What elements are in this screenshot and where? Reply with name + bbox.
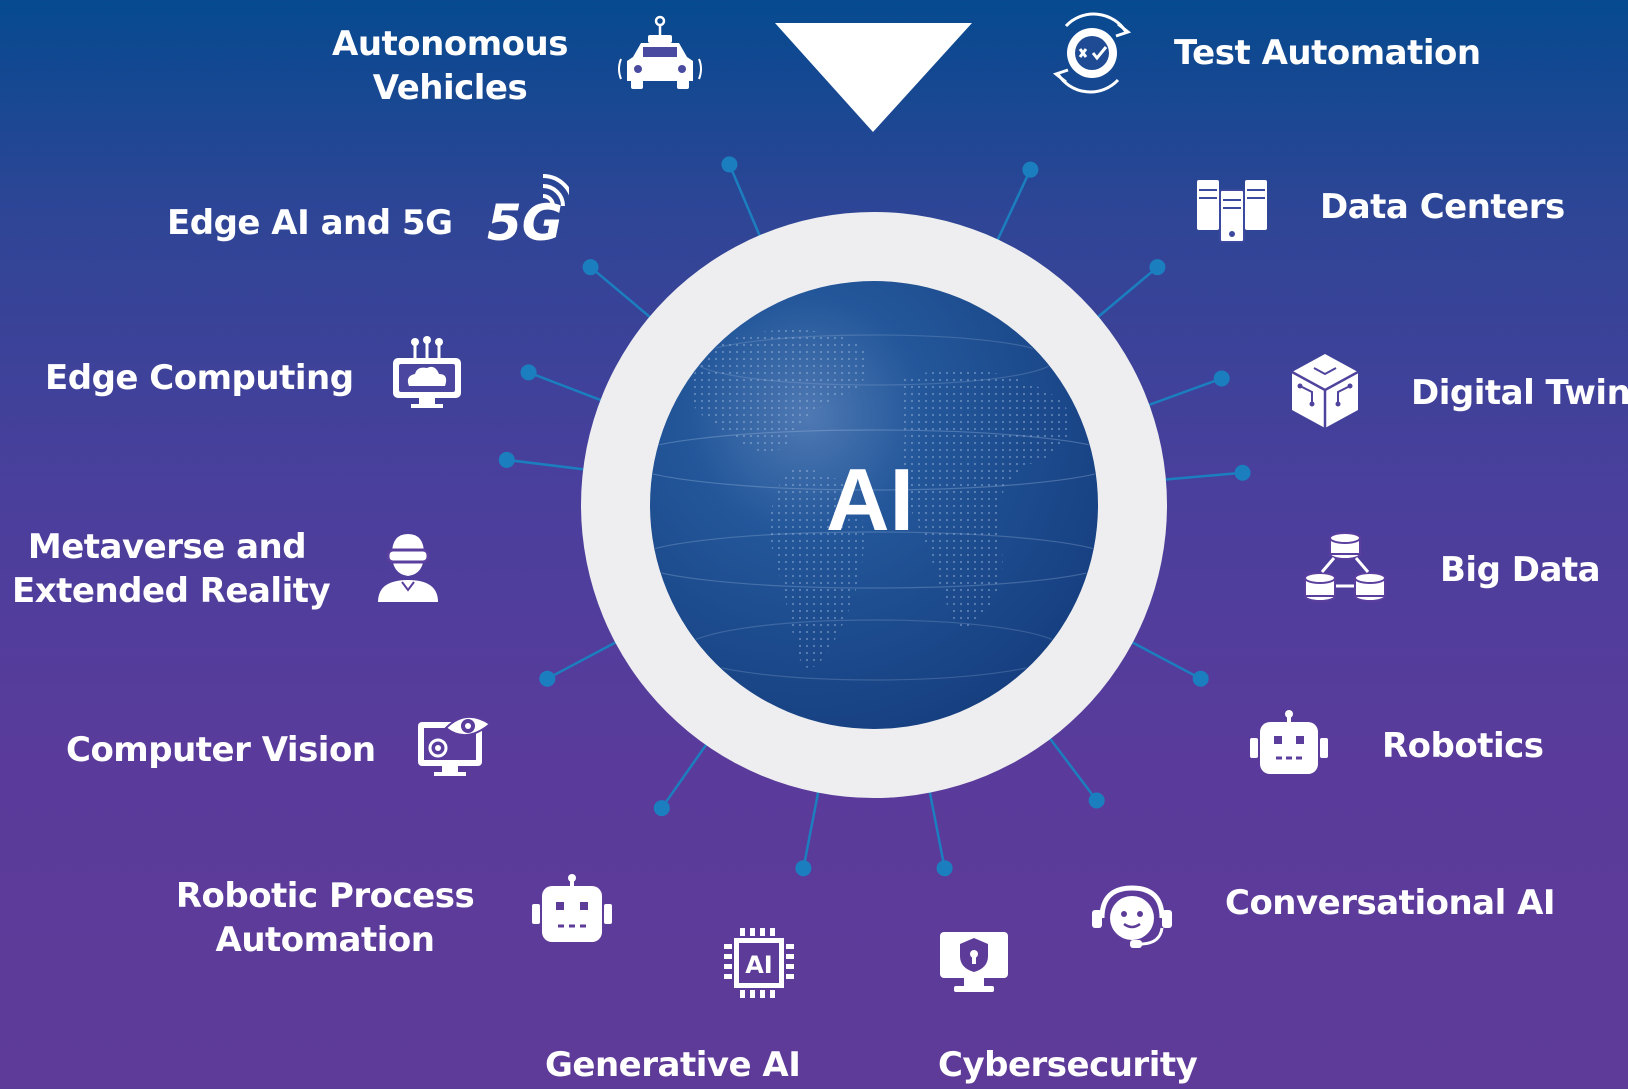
connector-dot (653, 800, 670, 817)
connector-dot (1022, 161, 1039, 178)
connector-dot (1149, 259, 1166, 276)
label-line: Metaverse and (27, 527, 307, 567)
car-icon (618, 15, 702, 89)
database-icon (1304, 532, 1386, 602)
label-data-centers: Data Centers (1320, 187, 1565, 227)
headset-chat-icon (1092, 885, 1172, 948)
label-computer-vision: Computer Vision (66, 730, 376, 770)
label-line: Automation (215, 920, 435, 960)
label-conversational-ai: Conversational AI (1225, 883, 1556, 923)
label-line: Autonomous (332, 24, 568, 64)
robot-icon (532, 874, 612, 942)
connector-dot (795, 860, 812, 877)
svg-text:5G: 5G (487, 194, 563, 248)
label-cybersecurity: Cybersecurity (938, 1045, 1198, 1085)
label-line: Extended Reality (12, 571, 331, 611)
gear-check-icon (1052, 12, 1132, 94)
lock-monitor-icon (940, 932, 1008, 992)
globe-continents (651, 329, 1097, 681)
eye-monitor-icon (418, 716, 492, 776)
cloud-monitor-icon (393, 336, 461, 408)
label-edge-ai-5g: Edge AI and 5G (167, 203, 453, 243)
connector-dot (582, 259, 599, 276)
connector-dot (936, 860, 953, 877)
label-generative-ai: Generative AI (545, 1045, 801, 1085)
top-triangle-marker (775, 23, 972, 132)
connector-dot (520, 364, 537, 381)
connector-dot (539, 670, 556, 687)
svg-text:AI: AI (745, 951, 773, 979)
5g-icon: 5G (487, 174, 569, 248)
connector-dot (721, 156, 738, 173)
label-big-data: Big Data (1440, 550, 1601, 590)
connector-dot (1088, 792, 1105, 809)
label-rpa: Robotic Process Automation (175, 874, 475, 962)
label-robotics: Robotics (1382, 726, 1544, 766)
label-line: Robotic Process (175, 876, 475, 916)
connector-dot (1192, 670, 1209, 687)
label-line: Vehicles (372, 68, 528, 108)
label-digital-twin: Digital Twin (1411, 373, 1628, 413)
label-edge-computing: Edge Computing (45, 358, 354, 398)
label-test-automation: Test Automation (1174, 33, 1481, 73)
robot-icon (1250, 710, 1328, 774)
server-icon (1197, 180, 1267, 243)
label-autonomous-vehicles: Autonomous Vehicles (330, 22, 570, 110)
connector-dot (1234, 464, 1251, 481)
center-label: AI (826, 450, 914, 549)
connector-dot (1213, 370, 1230, 387)
label-metaverse: Metaverse and Extended Reality (12, 525, 331, 613)
vr-headset-person-icon (378, 534, 438, 602)
ai-chip-icon: AI (724, 928, 794, 998)
connector-dot (498, 451, 515, 468)
cube-circuit-icon (1291, 354, 1359, 428)
